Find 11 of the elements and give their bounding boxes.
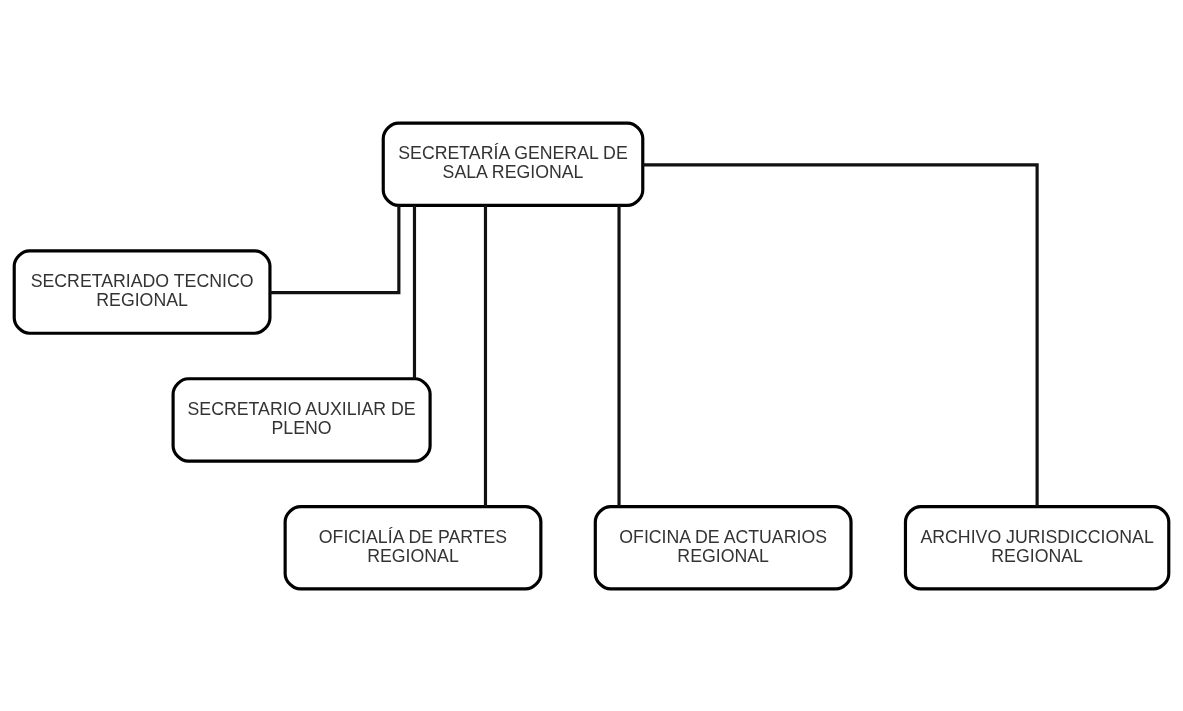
node-box: SECRETARIADO TECNICO REGIONAL	[12, 248, 272, 335]
connector	[270, 205, 401, 294]
node-box: SECRETARIO AUXILIAR DE PLENO	[171, 376, 432, 463]
connector	[642, 162, 1039, 506]
connector	[617, 205, 621, 507]
connector	[483, 205, 488, 507]
node-box: SECRETARÍA GENERAL DE SALA REGIONAL	[381, 121, 645, 207]
connector	[412, 205, 417, 379]
node-box: OFICINA DE ACTUARIOS REGIONAL	[593, 504, 853, 591]
node-box: ARCHIVO JURISDICCIONAL REGIONAL	[903, 504, 1171, 591]
node-box: OFICIALÍA DE PARTES REGIONAL	[283, 504, 543, 591]
